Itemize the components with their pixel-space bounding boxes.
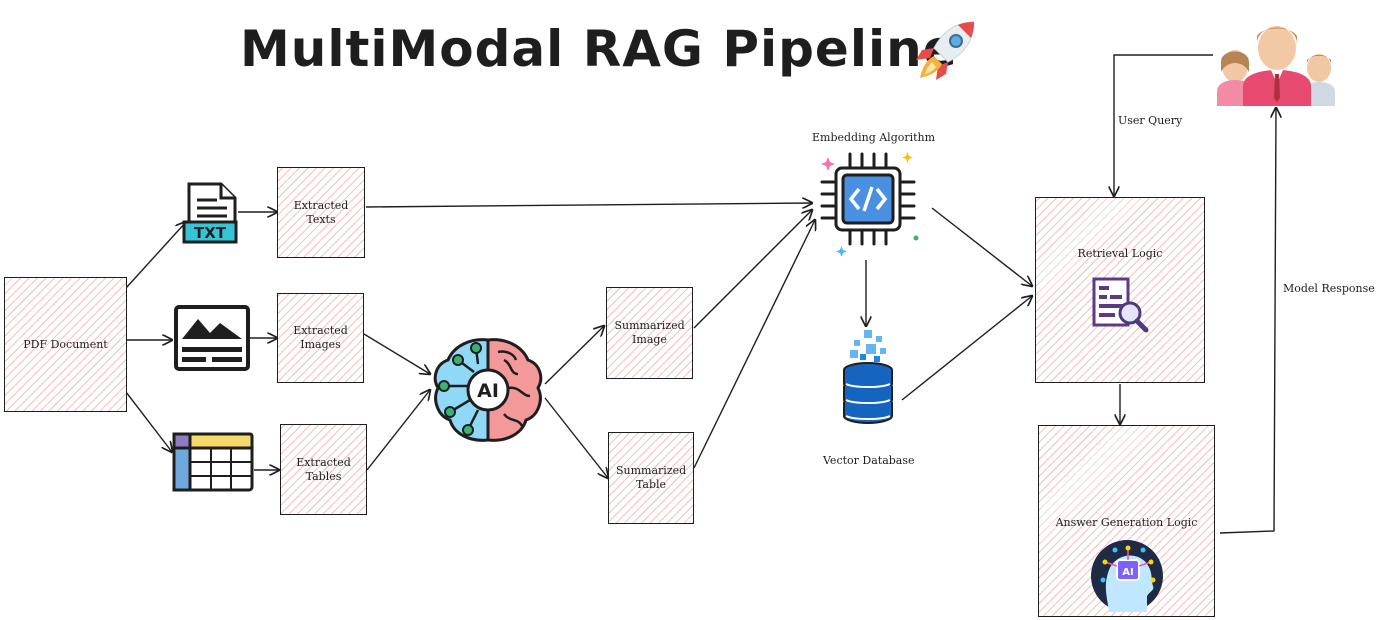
users-icon <box>1217 26 1335 106</box>
pdf-document-node: PDF Document <box>4 277 127 412</box>
answer-generation-logic-node: Answer Generation Logic AI <box>1038 425 1215 617</box>
edge-summarized-image-to-embedding <box>693 210 812 329</box>
ai-brain-text: AI <box>477 380 499 402</box>
summarized-image-node: Summarized Image <box>606 287 693 379</box>
user-query-label: User Query <box>1118 114 1183 127</box>
edge-summarized-table-to-embedding <box>693 220 815 469</box>
rocket-icon <box>916 21 975 80</box>
table-icon <box>172 432 254 492</box>
edge-user-query <box>1114 54 1213 196</box>
edge-model-response <box>1219 108 1276 534</box>
ai-brain-icon: AI <box>433 338 543 442</box>
txt-file-icon: TXT <box>182 182 238 244</box>
extracted-texts-label: Extracted Texts <box>293 198 349 226</box>
summarized-table-label: Summarized Table <box>616 464 687 491</box>
edge-images-to-ai-brain <box>363 333 430 374</box>
edge-vector-db-to-retrieval <box>901 296 1032 401</box>
answer-generation-logic-label: Answer Generation Logic <box>1055 516 1198 529</box>
image-icon <box>174 305 250 371</box>
model-response-label: Model Response <box>1283 282 1375 295</box>
extracted-tables-label: Extracted Tables <box>296 455 351 483</box>
pdf-document-label: PDF Document <box>23 337 108 351</box>
ai-head-text: AI <box>1122 567 1133 578</box>
extracted-images-label: Extracted Images <box>293 324 348 351</box>
document-search-icon <box>1092 277 1149 333</box>
embedding-algorithm-label: Embedding Algorithm <box>812 131 936 144</box>
edge-embedding-to-retrieval <box>931 207 1032 286</box>
vector-database-label: Vector Database <box>823 454 915 467</box>
retrieval-logic-label: Retrieval Logic <box>1077 247 1163 260</box>
retrieval-logic-node: Retrieval Logic <box>1035 197 1205 383</box>
edge-pdf-to-table-icon <box>125 391 172 452</box>
vector-database-icon <box>843 330 893 425</box>
summarized-image-label: Summarized Image <box>614 319 685 346</box>
extracted-texts-node: Extracted Texts <box>277 167 365 258</box>
edge-texts-to-embedding <box>365 203 812 207</box>
extracted-images-node: Extracted Images <box>277 293 364 383</box>
edge-ai-brain-to-summarized-table <box>544 397 608 478</box>
summarized-table-node: Summarized Table <box>608 432 694 524</box>
extracted-tables-node: Extracted Tables <box>280 424 367 515</box>
edge-pdf-to-txt-icon <box>125 222 186 289</box>
edge-tables-to-ai-brain <box>366 390 430 471</box>
code-chip-icon <box>820 152 919 256</box>
ai-head-icon: AI <box>1090 540 1163 612</box>
txt-icon-text: TXT <box>194 224 227 242</box>
edge-ai-brain-to-summarized-image <box>544 326 604 385</box>
page-title: MultiModal RAG Pipeline <box>240 20 958 78</box>
